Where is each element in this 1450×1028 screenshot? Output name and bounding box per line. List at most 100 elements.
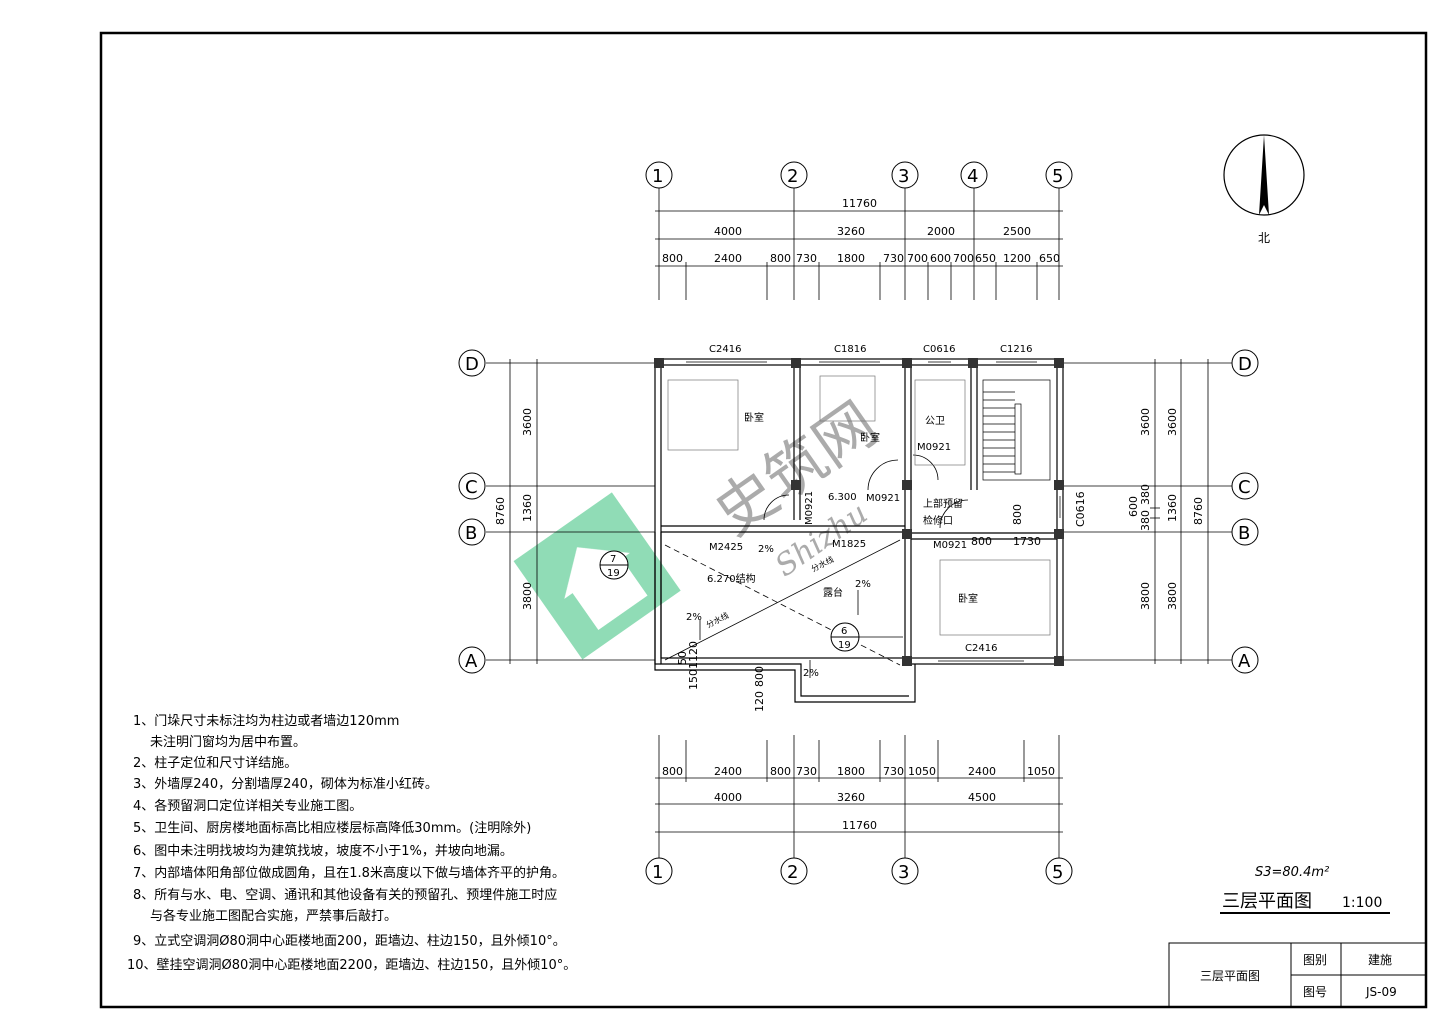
- dim-top-row3-5: 1800: [837, 252, 865, 265]
- dim-right-b-3600: 3600: [1166, 408, 1179, 436]
- columns: [654, 358, 1064, 666]
- detail-7-sheet: 19: [607, 568, 620, 579]
- slope-3: 2%: [686, 612, 702, 623]
- note-7: 7、内部墙体阳角部位做成圆角，且在1.8米高度以下做与墙体齐平的护角。: [133, 865, 565, 881]
- dim-misc-50: 50: [676, 651, 689, 665]
- level-6300: 6.300: [828, 492, 857, 503]
- slope-1: 2%: [758, 544, 774, 555]
- slope-4: 2%: [803, 668, 819, 679]
- dim-right-outer: 8760: [1192, 497, 1205, 525]
- north-label: 北: [1258, 231, 1270, 245]
- dim-right-a-600: 600: [1127, 496, 1140, 517]
- label-reserved-opening: 上部预留: [923, 497, 963, 510]
- room-terrace: 露台: [823, 586, 843, 599]
- dim-top-row3-10: 650: [975, 252, 996, 265]
- furniture: [667, 375, 1051, 636]
- general-notes: 1、门垛尺寸未标注均为柱边或者墙边120mm 未注明门窗均为居中布置。 2、柱子…: [127, 714, 576, 973]
- dim-misc-800c: 800: [753, 666, 766, 687]
- north-arrow-icon: 北: [1223, 134, 1305, 245]
- door-M0921-bedroom1: M0921: [804, 491, 815, 525]
- dim-right-a-380-2: 380: [1139, 510, 1152, 531]
- axis-A-left: A: [465, 651, 478, 672]
- dim-misc-1730: 1730: [1013, 535, 1041, 548]
- axis-D-left: D: [465, 354, 479, 375]
- note-8b: 与各专业施工图配合实施，严禁事后敲打。: [150, 908, 397, 924]
- label-access-hatch: 检修口: [923, 514, 953, 527]
- dim-bottom-row1-5: 1800: [837, 765, 865, 778]
- dim-right-a-3800: 3800: [1139, 582, 1152, 610]
- drawing-scale: 1:100: [1342, 895, 1382, 911]
- title-block-number: JS-09: [1365, 985, 1397, 999]
- note-1b: 未注明门窗均为居中布置。: [150, 734, 306, 750]
- detail-callout-6: 6 19: [830, 622, 903, 652]
- door-M1825: M1825: [832, 539, 866, 550]
- door-M2425: M2425: [709, 542, 743, 553]
- title-block: [1168, 942, 1427, 1008]
- dim-top-row3-6: 730: [883, 252, 904, 265]
- label-ridge-2: 分水线: [704, 610, 730, 630]
- dim-top-total: 11760: [842, 197, 877, 210]
- axis-bubbles-top: 1 2 3 4 5: [645, 161, 1073, 189]
- dim-top-row3-3: 800: [770, 252, 791, 265]
- window-marks: [686, 361, 1061, 662]
- note-9: 9、立式空调洞Ø80洞中心距楼地面200，距墙边、柱边150，且外倾10°。: [133, 934, 566, 949]
- detail-callout-7: 7 19: [599, 550, 629, 580]
- dimensions-bottom: [655, 735, 1063, 858]
- axis-B-left: B: [465, 523, 477, 544]
- dim-bottom-row2-2: 3260: [837, 791, 865, 804]
- dim-bottom-row1-7: 1050: [908, 765, 936, 778]
- dim-right-window-C0616: C0616: [1074, 491, 1087, 527]
- note-6: 6、图中未注明找坡均为建筑找坡，坡度不小于1%，并坡向地漏。: [133, 843, 513, 859]
- drawing-frame: [99, 31, 1428, 1009]
- note-2: 2、柱子定位和尺寸详结施。: [133, 756, 297, 771]
- dim-misc-800a: 800: [971, 535, 992, 548]
- axis-1-top: 1: [652, 166, 663, 187]
- door-M0921-bedroom3: M0921: [933, 540, 967, 551]
- axis-5-bottom: 5: [1052, 862, 1063, 883]
- title-block-name: 三层平面图: [1200, 969, 1260, 983]
- axis-C-right: C: [1238, 477, 1251, 498]
- dim-top-row2-3: 2000: [927, 225, 955, 238]
- dim-top-row3-11: 1200: [1003, 252, 1031, 265]
- drawing-title: 三层平面图: [1222, 891, 1312, 912]
- detail-7-num: 7: [610, 554, 616, 565]
- detail-6-num: 6: [841, 626, 847, 637]
- dim-top-row2-4: 2500: [1003, 225, 1031, 238]
- window-C1216: C1216: [1000, 344, 1032, 355]
- axis-A-right: A: [1238, 651, 1251, 672]
- dim-left-3600: 3600: [521, 408, 534, 436]
- axis-B-right: B: [1238, 523, 1250, 544]
- dimensions-top: [655, 188, 1063, 300]
- dim-bottom-row1-3: 800: [770, 765, 791, 778]
- note-3: 3、外墙厚240，分割墙厚240，砌体为标准小红砖。: [133, 776, 438, 792]
- dim-left-3800: 3800: [521, 582, 534, 610]
- dimensions-sides: [486, 359, 1232, 664]
- dim-right-b-1360: 1360: [1166, 494, 1179, 522]
- walls: [654, 358, 1064, 703]
- note-8a: 8、所有与水、电、空调、通讯和其他设备有关的预留孔、预埋件施工时应: [133, 887, 557, 903]
- axis-1-bottom: 1: [652, 862, 663, 883]
- dim-bottom-row1-2: 2400: [714, 765, 742, 778]
- dim-top-row3-1: 800: [662, 252, 683, 265]
- axis-4-top: 4: [967, 166, 978, 187]
- window-C2416-top: C2416: [709, 344, 741, 355]
- dim-top-row2-2: 3260: [837, 225, 865, 238]
- axis-bubbles-left: D C B A: [458, 349, 486, 674]
- door-M0921-bedroom2: M0921: [866, 493, 900, 504]
- dim-top-row3-9: 700: [953, 252, 974, 265]
- note-1a: 1、门垛尺寸未标注均为柱边或者墙边120mm: [133, 714, 399, 729]
- note-10: 10、壁挂空调洞Ø80洞中心距楼地面2200，距墙边、柱边150，且外倾10°。: [127, 958, 576, 973]
- level-6270: 6.270结构: [707, 572, 756, 585]
- dim-misc-150-120: 1501120: [687, 641, 700, 690]
- axis-D-right: D: [1238, 354, 1252, 375]
- window-C0616: C0616: [923, 344, 955, 355]
- title-block-label-number: 图号: [1303, 985, 1327, 999]
- dim-right-a-3600: 3600: [1139, 408, 1152, 436]
- dim-misc-120: 120: [753, 691, 766, 712]
- detail-6-sheet: 19: [838, 640, 851, 651]
- dim-top-row3-8: 600: [930, 252, 951, 265]
- dim-bottom-row1-9: 1050: [1027, 765, 1055, 778]
- dim-top-row3-4: 730: [796, 252, 817, 265]
- dim-bottom-row1-8: 2400: [968, 765, 996, 778]
